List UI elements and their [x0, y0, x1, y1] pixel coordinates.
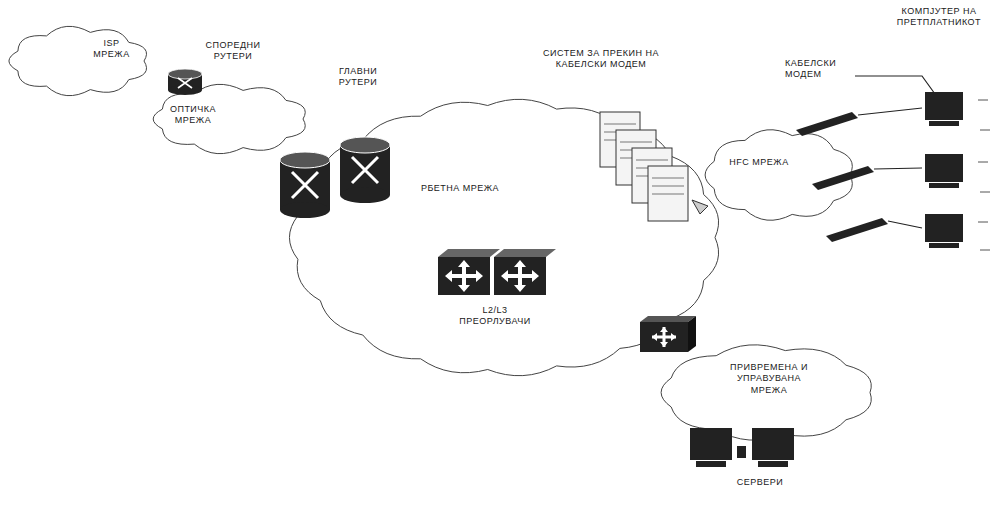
cloud-outline	[148, 80, 313, 158]
server-label: СЕРВЕРИ	[715, 477, 805, 488]
main-router	[280, 152, 330, 218]
pc-tick	[978, 100, 990, 250]
switch-group: L2/L3 ПРЕОРЛУВАЧИ	[430, 245, 560, 340]
cloud-outline	[700, 125, 860, 225]
node-text: ISP МРЕЖА	[84, 38, 139, 61]
side-router	[168, 69, 202, 95]
router-label: СПОРЕДНИ РУТЕРИ	[194, 40, 272, 63]
main-router	[340, 137, 390, 203]
node-text: ПРИВРЕМЕНА И УПРАВУВАНА МРЕЖА	[723, 362, 815, 396]
switch-box	[494, 249, 556, 295]
switch-box	[438, 249, 500, 295]
node-text: РБЕТНА МРЕЖА	[405, 183, 515, 194]
node-text: L2/L3 ПРЕОРЛУВАЧИ	[450, 305, 540, 328]
subscriber-pc	[925, 92, 963, 248]
optical-cloud: ОПТИЧКА МРЕЖА	[148, 80, 313, 158]
cmts-label: СИСТЕМ ЗА ПРЕКИН НА КАБЕЛСКИ МОДЕМ	[542, 48, 660, 71]
backbone-cloud: РБЕТНА МРЕЖА L2/L3 ПРЕОРЛУВАЧИ	[285, 95, 725, 380]
subscriber-label: КОМПЈУТЕР НА ПРЕТПЛАТНИКОТ	[886, 6, 992, 29]
cloud-path	[705, 130, 852, 221]
cloud-outline	[4, 22, 154, 100]
modem-wire	[855, 76, 935, 228]
cloud-outline	[285, 95, 725, 380]
edge-switch	[640, 316, 696, 352]
cloud-path	[153, 84, 305, 153]
node-text: HFC МРЕЖА	[728, 157, 790, 168]
cloud-path	[661, 345, 871, 440]
hfc-cloud: HFC МРЕЖА	[700, 125, 860, 225]
management-cloud: ПРИВРЕМЕНА И УПРАВУВАНА МРЕЖА	[655, 340, 880, 445]
cloud-path	[9, 26, 147, 95]
node-text: ОПТИЧКА МРЕЖА	[158, 104, 228, 127]
switch-icon	[430, 245, 560, 301]
modem-label: КАБЕЛСКИ МОДЕМ	[785, 58, 851, 81]
isp-cloud: ISP МРЕЖА	[4, 22, 154, 100]
cloud-path	[289, 99, 718, 375]
router-label: ГЛАВНИ РУТЕРИ	[325, 66, 391, 89]
